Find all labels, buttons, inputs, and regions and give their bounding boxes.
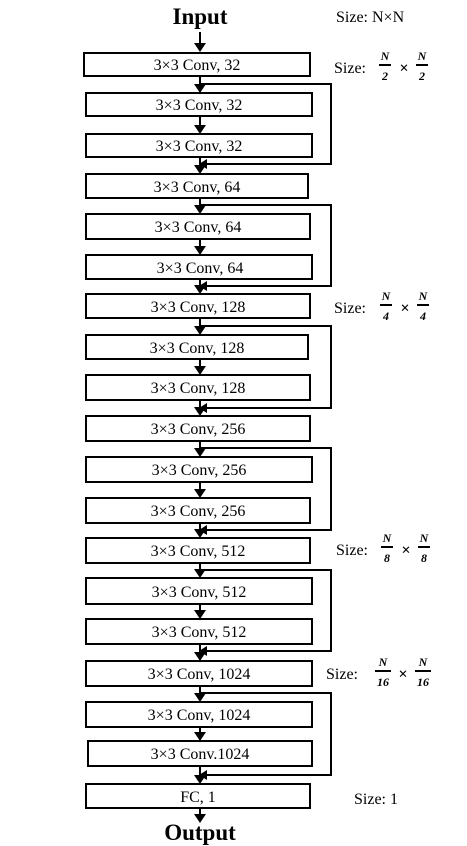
size-num-eighth-b: N [419,531,430,545]
size-den-half-a: 2 [381,69,388,83]
size-den-quarter-a: 4 [382,309,389,323]
layer-box-16: 3×3 Conv, 1024 [85,660,313,687]
skip-connection-256 [199,447,332,535]
skip-connection-128 [199,325,332,413]
size-label-input: Size: N×N [336,9,405,26]
arrow-2-3 [194,116,206,134]
skip-connection-512 [199,569,332,656]
size-label-quarter: Size: N 4 × N 4 [334,289,429,323]
layer-box-17: 3×3 Conv, 1024 [85,701,313,728]
arrow-input [194,32,206,52]
layer-box-18: 3×3 Conv.1024 [87,740,313,767]
arrow-11-12 [194,482,206,498]
size-num-half-b: N [417,49,428,63]
layer-label-17: 3×3 Conv, 1024 [148,707,251,724]
arrow-14-15 [194,604,206,619]
size-times-quarter: × [400,300,409,317]
layer-label-13: 3×3 Conv, 512 [151,543,246,560]
layer-label-fc: FC, 1 [180,789,216,806]
size-annotations: Size: N×N Size: N 2 × N 2 Size: N 4 × N … [326,9,431,808]
layer-box-12: 3×3 Conv, 256 [85,497,311,524]
size-times-sixteenth: × [398,666,407,683]
layer-box-14: 3×3 Conv, 512 [85,577,313,605]
arrow-15-16 [194,644,206,661]
size-den-sixteenth-a: 16 [377,675,389,689]
layer-label-9: 3×3 Conv, 128 [151,380,246,397]
layer-label-10: 3×3 Conv, 256 [151,421,246,438]
skip-connection-32 [199,83,332,169]
input-label: Input [173,4,228,29]
arrow-10-11 [194,441,206,457]
size-den-quarter-b: 4 [419,309,426,323]
arrow-4-5 [194,198,206,214]
size-label-eighth: Size: N 8 × N 8 [336,531,430,565]
size-label-sixteenth: Size: N 16 × N 16 [326,655,431,689]
size-den-sixteenth-b: 16 [417,675,429,689]
size-num-half-a: N [380,49,391,63]
size-prefix-quarter: Size: [334,300,366,317]
layer-box-15: 3×3 Conv, 512 [85,618,313,645]
skip-connections [199,83,332,780]
size-prefix-sixteenth: Size: [326,666,358,683]
size-times-eighth: × [401,542,410,559]
output-label: Output [164,820,236,845]
layer-box-6: 3×3 Conv, 64 [85,254,313,280]
arrow-3-4 [194,157,206,174]
size-den-half-b: 2 [418,69,425,83]
size-den-eighth-b: 8 [421,551,427,565]
arrow-output [194,808,206,823]
size-num-eighth-a: N [382,531,393,545]
layer-box-8: 3×3 Conv, 128 [85,334,309,360]
arrow-17-18 [194,727,206,741]
layer-box-1: 3×3 Conv, 32 [83,52,311,77]
layer-label-15: 3×3 Conv, 512 [152,624,247,641]
skip-connection-64 [199,204,332,291]
layer-label-18: 3×3 Conv.1024 [151,746,250,763]
layer-box-4: 3×3 Conv, 64 [85,173,309,199]
layer-label-1: 3×3 Conv, 32 [154,57,241,74]
layer-label-4: 3×3 Conv, 64 [154,179,241,196]
skip-connection-1024 [199,692,332,780]
layer-box-13: 3×3 Conv, 512 [85,537,311,564]
layer-label-7: 3×3 Conv, 128 [151,299,246,316]
layer-box-5: 3×3 Conv, 64 [85,213,311,240]
size-den-eighth-a: 8 [384,551,390,565]
arrow-16-17 [194,686,206,702]
arrow-8-9 [194,359,206,375]
layer-label-5: 3×3 Conv, 64 [155,219,242,236]
layer-box-3: 3×3 Conv, 32 [85,133,313,158]
size-num-quarter-a: N [381,289,392,303]
size-num-quarter-b: N [418,289,429,303]
arrow-7-8 [194,318,206,335]
size-label-fc: Size: 1 [354,791,398,808]
arrow-5-6 [194,239,206,255]
layer-stack: 3×3 Conv, 32 3×3 Conv, 32 3×3 Conv, 32 3… [83,52,313,809]
layer-label-6: 3×3 Conv, 64 [157,260,244,277]
size-times-half: × [399,60,408,77]
size-label-half: Size: N 2 × N 2 [334,49,428,83]
size-num-sixteenth-b: N [418,655,429,669]
layer-box-9: 3×3 Conv, 128 [85,374,311,401]
layer-label-16: 3×3 Conv, 1024 [148,666,251,683]
layer-label-11: 3×3 Conv, 256 [152,462,247,479]
layer-label-12: 3×3 Conv, 256 [151,503,246,520]
layer-label-2: 3×3 Conv, 32 [156,97,243,114]
layer-box-10: 3×3 Conv, 256 [85,415,311,442]
arrow-1-2 [194,76,206,93]
size-prefix-half: Size: [334,60,366,77]
layer-box-11: 3×3 Conv, 256 [85,456,313,483]
layer-box-7: 3×3 Conv, 128 [85,293,311,319]
layer-label-14: 3×3 Conv, 512 [152,584,247,601]
size-num-sixteenth-a: N [378,655,389,669]
layer-box-2: 3×3 Conv, 32 [85,92,313,117]
layer-label-3: 3×3 Conv, 32 [156,138,243,155]
layer-label-8: 3×3 Conv, 128 [150,340,245,357]
layer-box-fc: FC, 1 [85,783,311,809]
size-prefix-eighth: Size: [336,542,368,559]
